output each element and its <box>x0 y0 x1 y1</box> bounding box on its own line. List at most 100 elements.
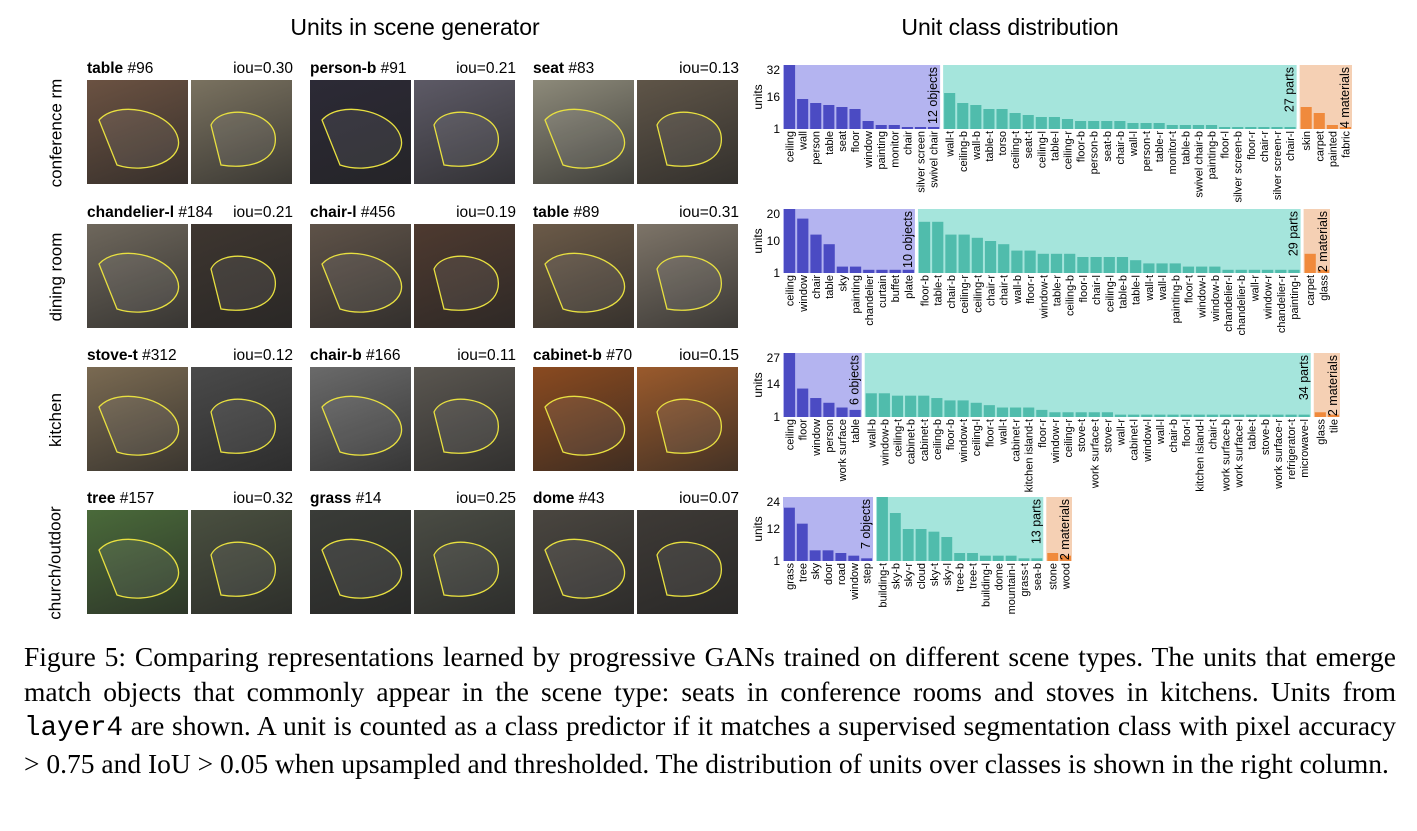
bar <box>970 105 982 129</box>
x-tick-label: work surface-t <box>1089 419 1101 489</box>
bar <box>1101 412 1113 417</box>
x-tick-label: ceiling-t <box>1010 131 1022 169</box>
generated-image <box>191 224 292 328</box>
x-tick-label: table-b <box>1180 131 1192 165</box>
x-tick-label: wall-t <box>997 419 1009 446</box>
bar <box>1023 407 1035 417</box>
bar <box>1245 127 1257 129</box>
bar <box>876 269 888 273</box>
bar <box>905 395 917 417</box>
generated-image <box>533 510 634 614</box>
y-axis-label: units <box>751 516 765 541</box>
x-tick-label: chair-r <box>986 275 998 307</box>
bar <box>1193 414 1205 417</box>
x-tick-label: ceiling-r <box>1063 419 1075 458</box>
segmentation-outline <box>321 252 403 313</box>
generated-image <box>310 510 411 614</box>
x-tick-label: floor <box>850 131 862 153</box>
x-tick-label: chair-b <box>946 275 958 309</box>
unit-class: dome <box>533 490 575 507</box>
x-tick-label: person <box>824 419 836 453</box>
bar <box>1103 257 1115 273</box>
x-tick-label: microwave-l <box>1299 419 1311 478</box>
unit-number: #70 <box>606 347 633 364</box>
material-group-background <box>1313 353 1340 417</box>
bar <box>901 127 913 129</box>
row-label: conference rm <box>36 78 76 188</box>
generated-image <box>637 224 738 328</box>
x-tick-label: chair-r <box>1259 131 1271 163</box>
generated-image <box>637 367 738 471</box>
unit-iou: iou=0.21 <box>233 204 293 221</box>
x-tick-label: wood <box>1061 563 1073 590</box>
bar <box>1196 266 1208 273</box>
left-title: Units in scene generator <box>290 14 540 40</box>
unit-number: #43 <box>578 490 605 507</box>
bar <box>928 531 940 561</box>
bar <box>983 109 995 129</box>
x-tick-label: floor-r <box>1025 275 1037 304</box>
x-tick-label: window-l <box>1197 275 1209 319</box>
bar <box>797 388 809 417</box>
segmentation-outline <box>433 111 499 167</box>
bar <box>1116 257 1129 273</box>
x-tick-label: ceiling-b <box>1065 275 1077 316</box>
x-tick-label: ceiling <box>785 131 797 162</box>
bar <box>849 109 861 129</box>
generated-image <box>414 510 515 614</box>
x-tick-label: table-t <box>933 275 945 306</box>
generated-image <box>87 80 188 184</box>
x-tick-label: ceiling-r <box>959 275 971 314</box>
bar <box>957 400 969 417</box>
unit-class: table <box>87 60 124 77</box>
material-group-background <box>1046 497 1072 561</box>
x-tick-label: work surface-r <box>1273 419 1285 490</box>
x-tick-label: silver screen <box>915 131 927 193</box>
x-tick-label: swivel chair-b <box>1193 131 1205 198</box>
x-tick-label: work surface-b <box>1220 419 1232 492</box>
bar <box>1022 115 1034 129</box>
y-tick-label: 12 <box>767 522 781 536</box>
y-tick-label: 1 <box>773 554 780 568</box>
x-tick-label: painted <box>1327 131 1339 167</box>
x-tick-label: tile <box>1328 419 1340 433</box>
bar <box>1326 125 1338 129</box>
bar <box>1048 117 1060 129</box>
x-tick-label: ceiling-b <box>932 419 944 460</box>
segmentation-outline <box>210 541 276 597</box>
unit-iou: iou=0.15 <box>679 347 739 364</box>
bar <box>810 234 822 273</box>
row-label-text: dining room <box>46 232 66 322</box>
y-tick-label: 20 <box>767 207 781 221</box>
segmentation-outline <box>656 398 722 454</box>
generated-image <box>414 367 515 471</box>
x-tick-label: window-r <box>1263 275 1275 320</box>
x-tick-label: building-t <box>877 563 889 608</box>
x-tick-label: window-t <box>1038 275 1050 319</box>
part-group-background <box>943 65 1297 129</box>
bar <box>967 553 978 561</box>
x-tick-label: sky <box>810 563 822 580</box>
segmentation-outline <box>544 395 626 456</box>
x-tick-label: table-t <box>984 131 996 162</box>
x-tick-label: tree-t <box>968 563 980 589</box>
bar <box>797 99 809 129</box>
caption-text-1: Figure 5: Comparing representations lear… <box>24 641 1396 707</box>
x-tick-label: table <box>824 131 836 155</box>
x-tick-label: wall-l <box>1155 419 1167 445</box>
x-tick-label: painting <box>851 275 863 314</box>
y-axis-label: units <box>751 372 765 397</box>
x-tick-label: painting-l <box>1289 275 1301 320</box>
y-tick-label: 32 <box>767 63 781 77</box>
bar <box>823 402 835 417</box>
y-tick-label: 1 <box>773 266 780 280</box>
bar <box>1140 123 1152 129</box>
x-tick-label: table-l <box>1049 131 1061 161</box>
